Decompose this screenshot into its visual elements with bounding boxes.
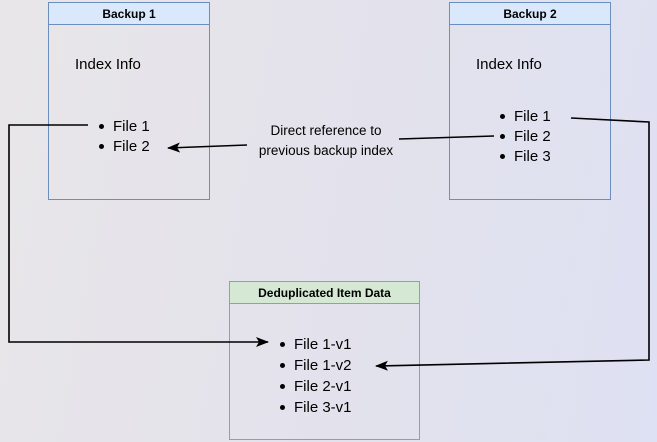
file-label: File 2-v1 xyxy=(294,378,352,395)
file-label: File 1-v1 xyxy=(294,336,352,353)
dedup-file-list: File 1-v1 File 1-v2 File 2-v1 File 3-v1 xyxy=(280,334,352,418)
file-label: File 2 xyxy=(113,137,150,155)
list-item: File 3-v1 xyxy=(280,397,352,418)
file-label: File 1 xyxy=(113,117,150,135)
dedup-title: Deduplicated Item Data xyxy=(230,282,419,304)
backup1-index-label: Index Info xyxy=(75,56,141,73)
file-label: File 3-v1 xyxy=(294,399,352,416)
list-item: File 3 xyxy=(500,146,551,166)
bullet-icon xyxy=(280,342,285,347)
list-item: File 2-v1 xyxy=(280,376,352,397)
bullet-icon xyxy=(280,405,285,410)
bullet-icon xyxy=(99,123,104,129)
bullet-icon xyxy=(280,363,285,368)
file-label: File 2 xyxy=(514,127,551,145)
backup1-title: Backup 1 xyxy=(49,3,209,25)
dedup-node: Deduplicated Item Data File 1-v1 File 1-… xyxy=(229,281,420,440)
backup2-node: Backup 2 Index Info File 1 File 2 File 3 xyxy=(449,2,611,200)
bullet-icon xyxy=(280,384,285,389)
file-label: File 3 xyxy=(514,147,551,165)
backup2-title: Backup 2 xyxy=(450,3,610,25)
file-label: File 1-v2 xyxy=(294,357,352,374)
list-item: File 2 xyxy=(99,136,150,156)
list-item: File 1 xyxy=(99,116,150,136)
annotation-line1: Direct reference to xyxy=(270,123,382,138)
backup2-index-label: Index Info xyxy=(476,56,542,73)
backup2-file-list: File 1 File 2 File 3 xyxy=(500,106,551,166)
list-item: File 1 xyxy=(500,106,551,126)
file-label: File 1 xyxy=(514,107,551,125)
list-item: File 1-v1 xyxy=(280,334,352,355)
backup1-file-list: File 1 File 2 xyxy=(99,116,150,156)
bullet-icon xyxy=(500,153,505,159)
direct-reference-annotation: Direct reference to previous backup inde… xyxy=(237,121,415,161)
annotation-line2: previous backup index xyxy=(258,143,394,158)
backup1-node: Backup 1 Index Info File 1 File 2 xyxy=(48,2,210,200)
bullet-icon xyxy=(500,133,505,139)
list-item: File 1-v2 xyxy=(280,355,352,376)
bullet-icon xyxy=(99,143,104,149)
bullet-icon xyxy=(500,113,505,119)
list-item: File 2 xyxy=(500,126,551,146)
